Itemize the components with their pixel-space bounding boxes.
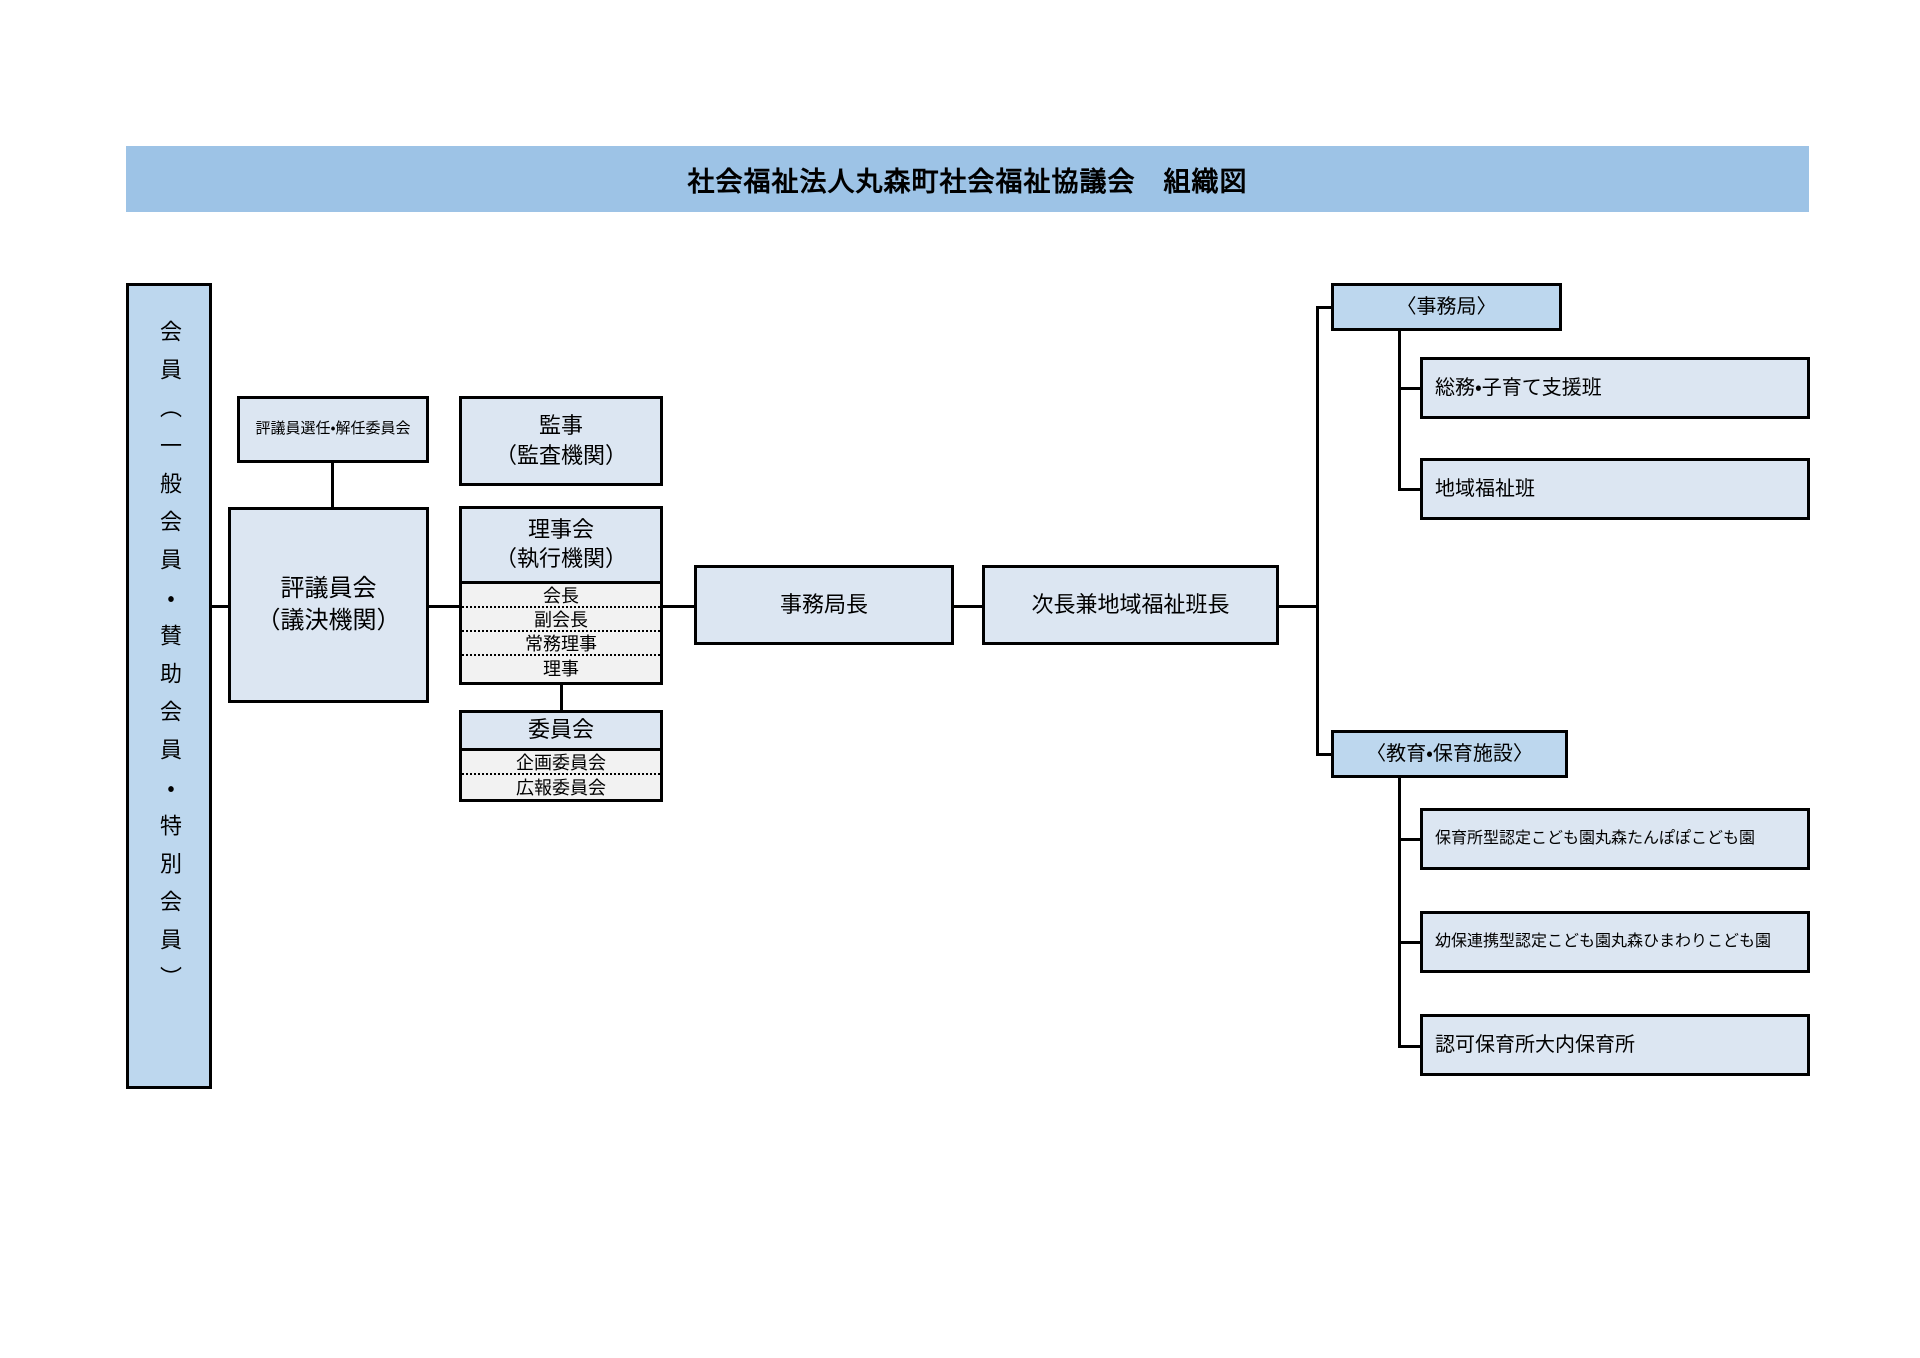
box-office-section-general-affairs: 総務・子育て支援班 (1420, 357, 1810, 419)
committees-header-label: 委員会 (527, 717, 594, 743)
board-role-label: 副会長 (534, 610, 588, 630)
box-facility-ouchi: 認可保育所大内保育所 (1420, 1014, 1810, 1076)
connector-selection-to-councillors (331, 463, 334, 507)
councillors-label-line1: 評議員会 (280, 574, 377, 602)
facility-label: 幼保連携型認定こども園丸森ひまわりこども園 (1435, 933, 1772, 951)
deputy-chief-label: 次長兼地域福祉班長 (1031, 592, 1230, 618)
committees-header: 委員会 (462, 713, 660, 751)
connector-facilities-subtrunk (1398, 778, 1401, 1045)
connector-office-to-section-1 (1398, 387, 1420, 390)
board-role-row: 常務理事 (462, 632, 660, 656)
facilities-header-label: 〈教育・保育施設〉 (1366, 742, 1533, 765)
box-facilities-header: 〈教育・保育施設〉 (1331, 730, 1568, 778)
box-councillors: 評議員会 （議決機関） (228, 507, 429, 703)
page-title: 社会福祉法人丸森町社会福祉協議会 組織図 (687, 166, 1248, 197)
board-role-label: 理事 (543, 658, 579, 679)
connector-secretary-to-deputy (954, 605, 982, 608)
committee-label: 企画委員会 (516, 753, 606, 773)
board-role-row: 会長 (462, 584, 660, 608)
board-role-label: 常務理事 (525, 634, 597, 654)
board-role-label: 会長 (543, 586, 579, 606)
box-selection-committee: 評議員選任・解任委員会 (237, 396, 429, 463)
committee-label: 広報委員会 (516, 778, 606, 798)
connector-office-subtrunk (1398, 331, 1401, 491)
connector-deputy-to-trunk (1279, 605, 1319, 608)
box-secretary-general: 事務局長 (694, 565, 954, 645)
committee-row: 広報委員会 (462, 775, 660, 799)
connector-right-trunk (1316, 306, 1319, 756)
facility-label: 保育所型認定こども園丸森たんぽぽこども園 (1435, 830, 1756, 848)
connector-councillors-to-board (429, 605, 459, 608)
connector-office-to-section-2 (1398, 488, 1420, 491)
board-role-row: 理事 (462, 656, 660, 679)
box-facility-himawari: 幼保連携型認定こども園丸森ひまわりこども園 (1420, 911, 1810, 973)
secretary-general-label: 事務局長 (779, 592, 868, 618)
board-role-row: 副会長 (462, 608, 660, 632)
box-office-header: 〈事務局〉 (1331, 283, 1562, 331)
box-deputy-chief: 次長兼地域福祉班長 (982, 565, 1279, 645)
members-column: 会員（一般会員・賛助会員・特別会員） (126, 283, 212, 1089)
board-header-line1: 理事会 (527, 517, 594, 543)
group-board: 理事会 （執行機関） 会長 副会長 常務理事 理事 (459, 506, 663, 685)
auditor-label-line1: 監事 (538, 413, 583, 439)
office-section-label: 総務・子育て支援班 (1435, 376, 1602, 399)
connector-facilities-to-item-1 (1398, 838, 1420, 841)
auditor-label-line2: （監査機関） (494, 443, 627, 468)
connector-board-to-committees (560, 685, 563, 710)
facility-label: 認可保育所大内保育所 (1435, 1033, 1635, 1056)
members-column-label: 会員（一般会員・賛助会員・特別会員） (157, 320, 182, 1004)
board-header: 理事会 （執行機関） (462, 509, 660, 584)
connector-facilities-to-item-3 (1398, 1045, 1420, 1048)
group-committees: 委員会 企画委員会 広報委員会 (459, 710, 663, 802)
board-header-line2: （執行機関） (494, 546, 627, 571)
box-auditor: 監事 （監査機関） (459, 396, 663, 486)
connector-facilities-to-item-2 (1398, 941, 1420, 944)
office-header-label: 〈事務局〉 (1396, 295, 1497, 318)
committee-row: 企画委員会 (462, 751, 660, 775)
connector-members-to-governance (212, 605, 237, 608)
selection-committee-label: 評議員選任・解任委員会 (255, 420, 411, 438)
box-facility-tanpopo: 保育所型認定こども園丸森たんぽぽこども園 (1420, 808, 1810, 870)
page-title-banner: 社会福祉法人丸森町社会福祉協議会 組織図 (126, 146, 1809, 212)
office-section-label: 地域福祉班 (1435, 477, 1535, 500)
connector-board-to-secretary-general (663, 605, 694, 608)
box-office-section-community-welfare: 地域福祉班 (1420, 458, 1810, 520)
councillors-label-line2: （議決機関） (256, 607, 401, 634)
